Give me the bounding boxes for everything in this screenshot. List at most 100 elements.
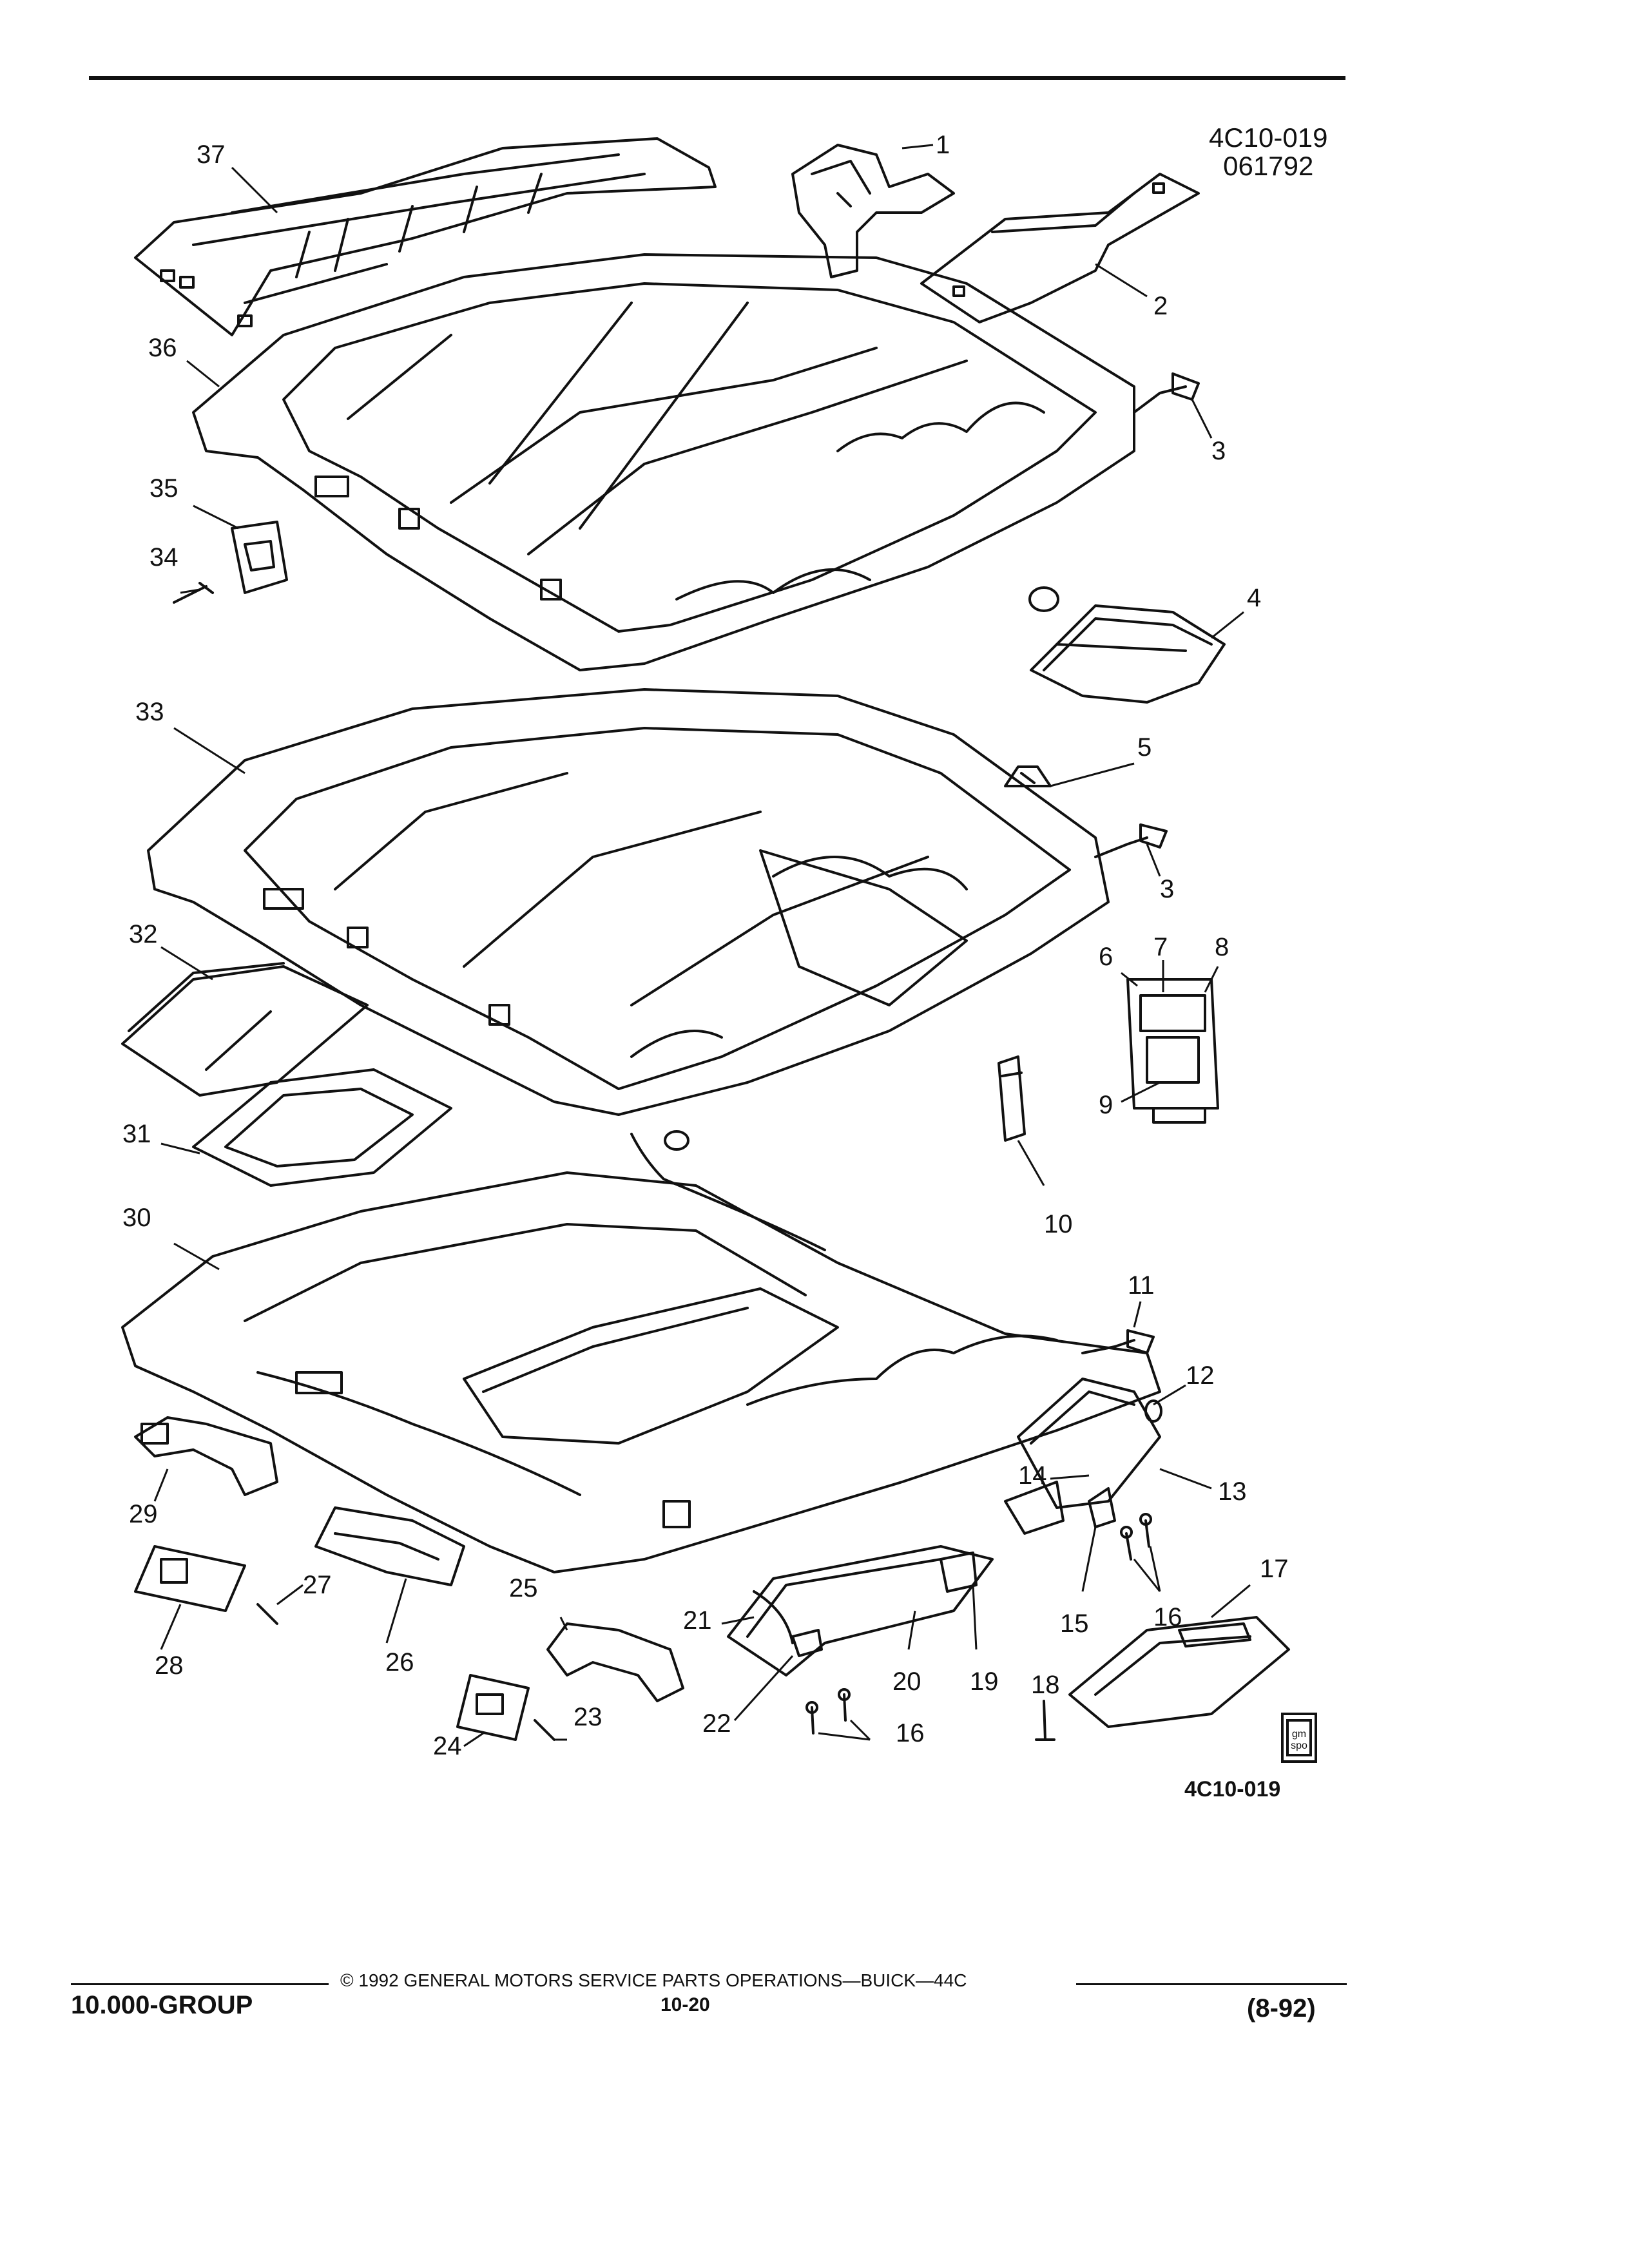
callout-16a: 16 — [1153, 1603, 1182, 1631]
leader-26 — [385, 1578, 407, 1644]
leader-19 — [972, 1584, 978, 1650]
callout-34: 34 — [149, 543, 178, 572]
part-24-lens — [456, 1674, 530, 1741]
callout-4: 4 — [1247, 584, 1262, 612]
part-12-clip — [1144, 1399, 1162, 1423]
part-16-screws-lower — [805, 1688, 851, 1735]
drawing-date-code: 061792 — [1223, 151, 1314, 182]
callout-9: 9 — [1099, 1091, 1113, 1119]
gm-spo-logo — [1281, 1713, 1317, 1763]
leader-37 — [231, 166, 278, 214]
part-1-bracket — [791, 144, 955, 278]
callout-3a: 3 — [1211, 437, 1226, 465]
leader-5 — [1050, 762, 1135, 787]
part-2-bracket — [920, 173, 1200, 323]
callout-12: 12 — [1186, 1361, 1215, 1390]
callout-32: 32 — [129, 920, 158, 948]
leader-9 — [1121, 1081, 1161, 1103]
callout-10: 10 — [1044, 1210, 1073, 1238]
part-29-bracket — [134, 1416, 278, 1496]
footer-copyright: © 1992 GENERAL MOTORS SERVICE PARTS OPER… — [340, 1970, 967, 1990]
part-31-sunroof-frame — [192, 1068, 452, 1187]
leader-22 — [733, 1655, 794, 1722]
callout-23: 23 — [574, 1703, 602, 1731]
leader-25 — [559, 1617, 568, 1631]
callout-25: 25 — [509, 1574, 538, 1602]
callout-1: 1 — [936, 131, 950, 159]
leader-2 — [1095, 263, 1148, 298]
part-27-screw — [256, 1603, 278, 1625]
callout-30: 30 — [122, 1204, 151, 1232]
footer-group: 10.000-GROUP — [71, 1991, 253, 2019]
callout-18: 18 — [1031, 1671, 1060, 1699]
leader-16b — [818, 1719, 871, 1741]
part-32-housing — [121, 962, 369, 1097]
callout-19: 19 — [970, 1667, 999, 1696]
callout-14: 14 — [1018, 1461, 1047, 1490]
leader-29 — [153, 1468, 169, 1502]
top-rule — [89, 76, 1345, 80]
part-37-reinforcement-panel — [134, 137, 717, 336]
leader-20 — [907, 1610, 916, 1650]
callout-3b: 3 — [1160, 875, 1175, 903]
callout-17: 17 — [1260, 1555, 1289, 1583]
part-3-connector-upper — [1133, 372, 1200, 414]
callout-15: 15 — [1060, 1610, 1089, 1638]
part-33-headliner — [147, 688, 1110, 1116]
leader-31 — [160, 1142, 200, 1155]
callout-16b: 16 — [896, 1719, 925, 1747]
part-15-pivot — [1088, 1487, 1116, 1528]
part-17-sunvisor — [1068, 1616, 1290, 1728]
leader-28 — [160, 1604, 182, 1650]
leader-33 — [173, 727, 246, 774]
callout-8: 8 — [1215, 933, 1229, 961]
leader-32 — [160, 946, 213, 981]
leader-36 — [186, 360, 220, 388]
part-35-bezel — [231, 521, 288, 594]
part-10-connector — [998, 1055, 1026, 1142]
callout-13: 13 — [1218, 1477, 1247, 1506]
part-5-clip — [1004, 765, 1052, 787]
footer-rule-right — [1076, 1983, 1347, 1985]
leader-11 — [1133, 1301, 1142, 1328]
leader-17 — [1211, 1584, 1251, 1619]
part-3-connector-lower — [1094, 823, 1168, 858]
part-36-headliner — [192, 253, 1135, 671]
part-28-lens — [134, 1545, 246, 1612]
footer-date: (8-92) — [1247, 1994, 1316, 2023]
leader-27 — [276, 1584, 304, 1606]
leader-6 — [1121, 972, 1138, 987]
part-18-screw — [1035, 1700, 1055, 1741]
leader-30 — [173, 1242, 220, 1271]
part-30-headliner — [121, 1130, 1161, 1573]
callout-36: 36 — [148, 334, 177, 362]
leader-16a — [1133, 1546, 1161, 1592]
callout-11: 11 — [1128, 1271, 1155, 1300]
leader-12 — [1153, 1384, 1186, 1406]
part-23-screw — [534, 1719, 555, 1741]
callout-21: 21 — [683, 1606, 712, 1635]
callout-24: 24 — [433, 1732, 462, 1760]
part-34-screw — [173, 582, 214, 604]
gm-spo-logo-text: gm spo — [1291, 1729, 1307, 1751]
drawing-code-header: 4C10-019 061792 — [1209, 123, 1327, 182]
part-25-bracket — [546, 1622, 684, 1702]
callout-37: 37 — [197, 140, 226, 169]
leader-4 — [1211, 611, 1244, 639]
callout-27: 27 — [303, 1571, 332, 1599]
part-6-9-dome-lamp — [1126, 978, 1219, 1124]
leader-1 — [901, 144, 934, 149]
leader-15 — [1081, 1526, 1097, 1592]
leader-3b — [1146, 843, 1161, 877]
callout-5: 5 — [1137, 733, 1152, 762]
figure-code: 4C10-019 — [1184, 1777, 1281, 1802]
callout-26: 26 — [385, 1648, 414, 1677]
callout-20: 20 — [892, 1667, 921, 1696]
leader-10 — [1017, 1140, 1045, 1186]
footer-page: 10-20 — [660, 1994, 710, 2015]
leader-24 — [463, 1732, 484, 1747]
leader-14 — [1050, 1474, 1090, 1480]
callout-7: 7 — [1153, 933, 1168, 961]
part-20-sunvisor — [727, 1545, 994, 1677]
